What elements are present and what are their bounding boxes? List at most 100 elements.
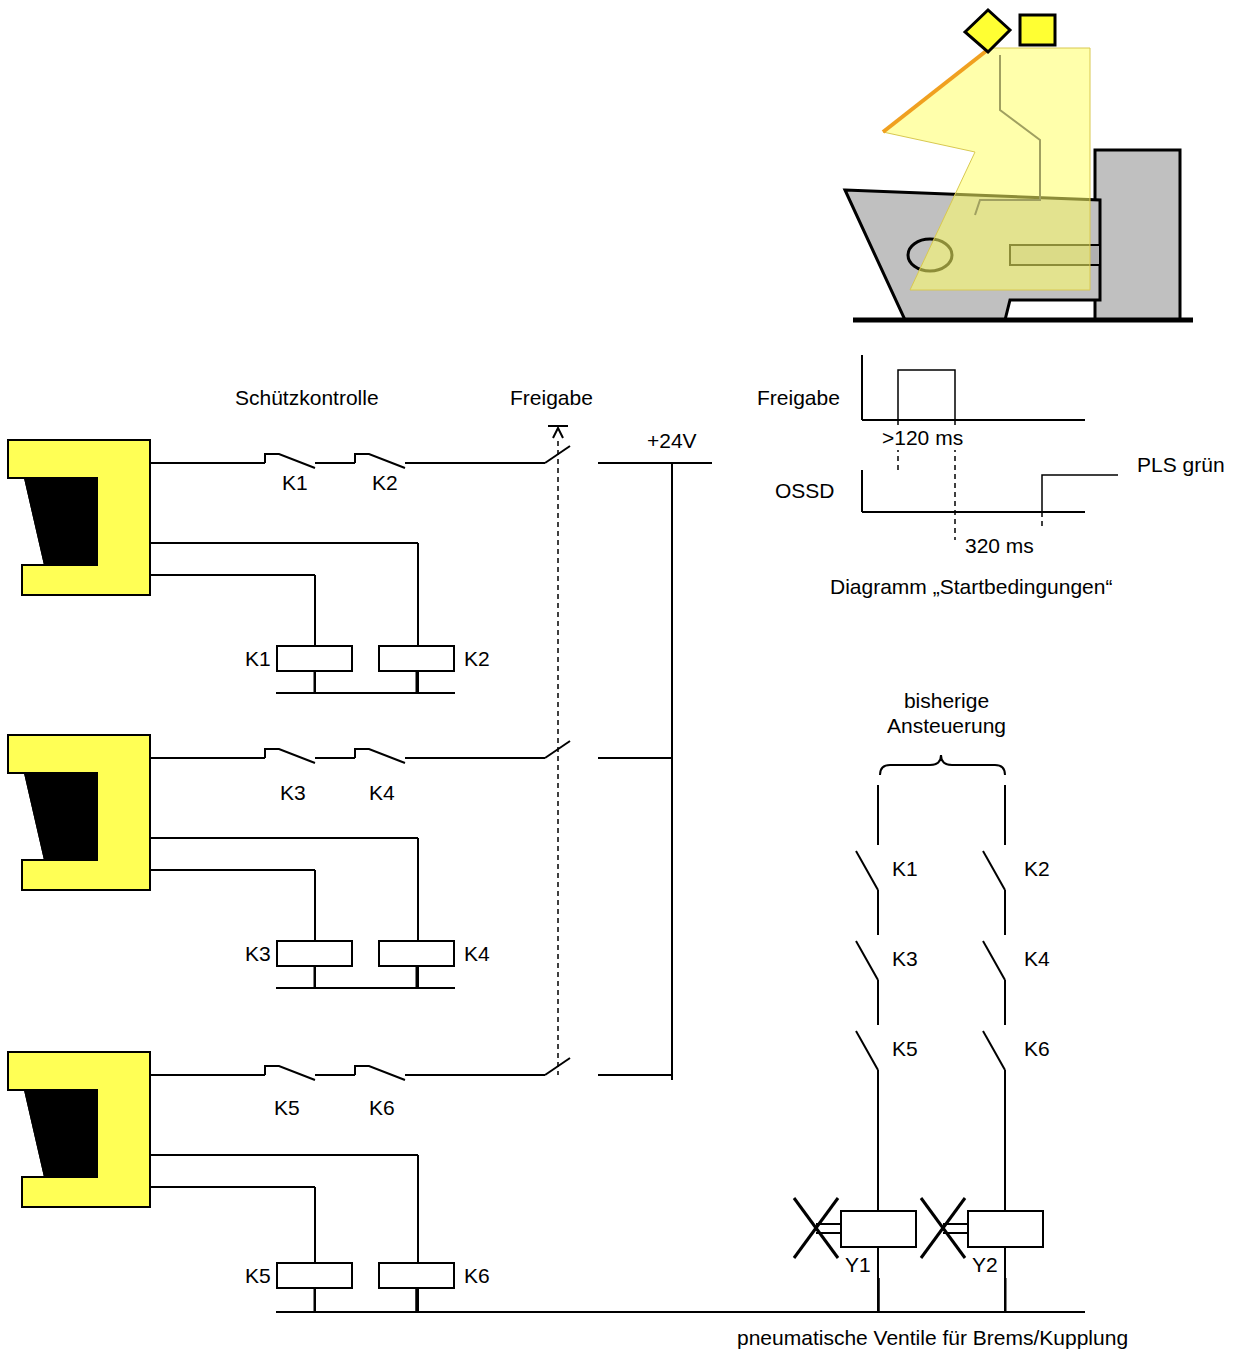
wire <box>553 428 563 438</box>
wire <box>405 1074 545 1076</box>
ground-wire <box>315 672 417 693</box>
wire <box>794 1198 838 1258</box>
wire <box>1042 475 1118 512</box>
wire <box>557 441 559 1075</box>
coil-label: K2 <box>463 646 491 671</box>
coil-body <box>967 1210 1044 1248</box>
coil-body <box>276 1262 353 1289</box>
wire <box>943 1232 967 1234</box>
coil-body <box>276 645 353 672</box>
wire <box>983 941 1005 980</box>
wire <box>150 757 265 759</box>
wire <box>1041 512 1043 530</box>
label: +24V <box>645 428 699 453</box>
wire <box>598 462 712 464</box>
wire <box>877 785 879 845</box>
wire <box>794 1198 838 1258</box>
coil-body <box>276 940 353 967</box>
label: PLS grün <box>1135 452 1227 477</box>
coil-label: K5 <box>244 1263 272 1288</box>
wire <box>598 757 672 759</box>
wire <box>862 511 1085 513</box>
wire <box>861 470 863 512</box>
coil-body <box>378 645 455 672</box>
laser-scanner <box>8 1052 150 1207</box>
wire <box>265 1066 315 1080</box>
wire <box>856 1031 878 1070</box>
label: Freigabe <box>755 385 842 410</box>
valve-coil: Y2 <box>967 1210 1044 1278</box>
wire <box>314 1187 316 1262</box>
wire <box>417 543 419 645</box>
wire <box>921 1198 965 1258</box>
wire <box>417 1155 419 1262</box>
wire <box>355 1066 405 1080</box>
wire <box>983 1031 1005 1070</box>
label: K5 <box>272 1095 302 1120</box>
brace <box>880 755 1005 775</box>
relay-coil: K4 <box>378 940 491 967</box>
label: K3 <box>890 946 920 971</box>
press-illustration <box>845 10 1193 320</box>
ground-wire <box>879 1278 1006 1312</box>
label: bisherige Ansteuerung <box>862 688 1031 738</box>
laser-scanner <box>8 440 150 595</box>
wire <box>943 1223 967 1225</box>
wire <box>150 837 418 839</box>
label: pneumatische Ventile für Brems/Kupplung <box>735 1325 1130 1350</box>
label: K6 <box>367 1095 397 1120</box>
wire <box>150 869 315 871</box>
coil-body <box>840 1210 917 1248</box>
wire <box>265 749 315 763</box>
wire <box>315 757 355 759</box>
label: K1 <box>890 856 920 881</box>
relay-coil: K3 <box>244 940 353 967</box>
wire <box>877 890 879 935</box>
coil-label: Y1 <box>844 1252 872 1277</box>
label: K6 <box>1022 1036 1052 1061</box>
wire <box>1004 980 1006 1025</box>
ground-wire <box>315 1289 417 1312</box>
wire <box>921 1198 965 1258</box>
label: K2 <box>1022 856 1052 881</box>
coil-label: K6 <box>463 1263 491 1288</box>
wire <box>877 1070 879 1210</box>
wire <box>862 370 955 420</box>
wire <box>877 980 879 1025</box>
wire <box>598 1074 672 1076</box>
wire <box>315 462 355 464</box>
coil-body <box>378 1262 455 1289</box>
wire <box>150 1186 315 1188</box>
label: K3 <box>278 780 308 805</box>
wire <box>314 575 316 645</box>
wire <box>150 542 418 544</box>
wire <box>405 462 545 464</box>
label: OSSD <box>773 478 837 503</box>
label: Freigabe <box>508 385 595 410</box>
label: 320 ms <box>963 533 1036 558</box>
wire <box>856 941 878 980</box>
wire <box>861 355 863 420</box>
label: K4 <box>367 780 397 805</box>
laser-scanner <box>8 735 150 890</box>
label: K2 <box>370 470 400 495</box>
coil-label: K1 <box>244 646 272 671</box>
relay-coil: K6 <box>378 1262 491 1289</box>
ground-wire <box>315 967 417 988</box>
wire <box>671 463 673 1080</box>
label: K4 <box>1022 946 1052 971</box>
relay-coil: K1 <box>244 645 353 672</box>
wire <box>417 838 419 940</box>
wire <box>816 1232 840 1234</box>
wire <box>816 1223 840 1225</box>
wire <box>150 574 315 576</box>
label: K5 <box>890 1036 920 1061</box>
wire <box>983 851 1005 890</box>
relay-coil: K2 <box>378 645 491 672</box>
relay-coil: K5 <box>244 1262 353 1289</box>
label: >120 ms <box>880 425 965 450</box>
wire <box>355 454 405 468</box>
wire <box>150 1074 265 1076</box>
